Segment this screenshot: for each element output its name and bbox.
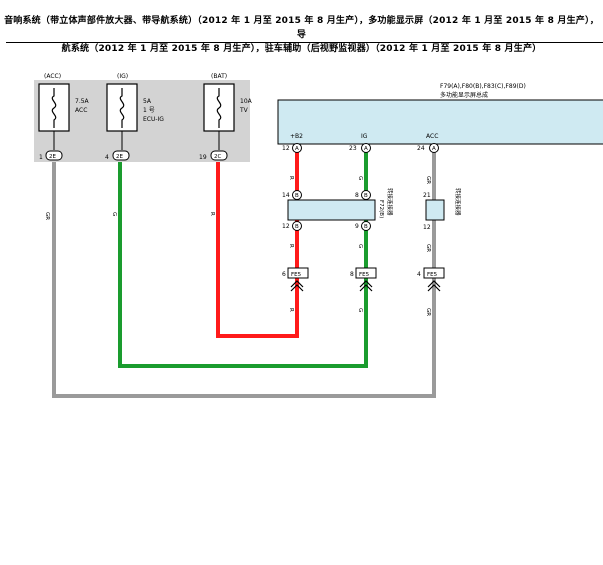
junction2: 21 12 转接连接器	[423, 188, 462, 231]
junction-pin-9-num: 9	[355, 223, 359, 230]
junction-pin-9-conn: B	[364, 224, 368, 230]
junction-label2: 转接连接器	[386, 188, 394, 216]
display-terminal-ig: IG 23 A	[349, 133, 371, 153]
junction-pin-14-num: 14	[282, 192, 290, 199]
fuse-bat-rating: 10A	[240, 98, 253, 105]
junction-pin-12-conn: B	[295, 224, 299, 230]
junction-pin-9: 9 B	[355, 221, 371, 231]
fuse-acc: (ACC) 7.5A ACC 1 2E	[38, 73, 90, 161]
display-terminal-b2-conn: A	[295, 146, 299, 152]
junction-pin-12-num: 12	[282, 223, 290, 230]
diagram-title: 音响系统（带立体声部件放大器、带导航系统）（2012 年 1 月至 2015 年…	[0, 14, 603, 56]
title-divider	[6, 42, 603, 43]
junction2-label: 转接连接器	[454, 188, 462, 216]
lower-connector-green-pin: 8	[350, 271, 354, 278]
wire-label-red-1: R	[209, 212, 215, 216]
junction2-pin-top: 21	[423, 192, 431, 199]
display-terminal-acc-label: ACC	[426, 133, 438, 140]
wire-label-green-1: G	[111, 212, 117, 216]
fuse-bat-power: (BAT)	[211, 73, 227, 80]
diagram-title-line2: 航系统（2012 年 1 月至 2015 年 8 月生产），驻车辅助（后视野监视…	[61, 44, 542, 54]
display-module-box	[277, 99, 603, 145]
display-terminal-ig-label: IG	[361, 133, 368, 140]
display-connectors-label: F79(A),F80(B),F83(C),F89(D)	[440, 83, 526, 90]
display-terminal-acc-conn: A	[432, 146, 436, 152]
wire-label-gray-2: GR	[425, 176, 431, 184]
lower-connector-red: 6 FE5	[282, 267, 309, 292]
fuse-acc-name: ACC	[75, 107, 87, 114]
fuse-acc-power: (ACC)	[44, 73, 61, 80]
display-terminal-acc: ACC 24 A	[417, 133, 439, 153]
wire-label-red-4: R	[288, 308, 294, 312]
wire-label-green-2: G	[357, 176, 363, 180]
lower-connector-green: 8 FE5	[350, 267, 377, 292]
fuse-acc-conn: 2E	[49, 154, 56, 160]
fuse-bat-pin: 19	[199, 154, 207, 161]
display-terminal-ig-conn: A	[364, 146, 368, 152]
display-terminal-ig-pin: 23	[349, 145, 357, 152]
fuse-ig: (IG) 5A 1 号 ECU-IG 4 2E	[105, 73, 164, 161]
junction2-box	[425, 199, 445, 221]
wire-label-green-4: G	[357, 308, 363, 312]
display-terminal-b2-pin: 12	[282, 145, 290, 152]
wire-label-red-3: R	[288, 244, 294, 248]
wire-gray-acc	[52, 148, 436, 398]
wire-label-gray-1: GR	[44, 212, 50, 220]
display-terminal-b2-label: +B2	[290, 133, 303, 140]
junction2-pin-bottom: 12	[423, 224, 431, 231]
wire-label-gray-4: GR	[425, 308, 431, 316]
display-module-name: 多功能显示屏总成	[440, 91, 488, 99]
wire-green-ig	[118, 148, 368, 368]
lower-connector-gray-pin: 4	[417, 271, 421, 278]
junction-pin-8-num: 8	[355, 192, 359, 199]
fuse-ig-name2: ECU-IG	[143, 116, 164, 123]
lower-connector-gray-conn: FE5	[427, 272, 438, 278]
lower-connector-green-conn: FE5	[359, 272, 370, 278]
display-terminal-b2: +B2 12 A	[282, 133, 303, 153]
fuse-acc-rating: 7.5A	[75, 98, 90, 105]
fuse-ig-rating: 5A	[143, 98, 152, 105]
junction-connector-box	[287, 199, 376, 221]
fuse-bat: (BAT) 10A TV 19 2C	[199, 73, 253, 161]
lower-connector-gray: 4 FE5	[417, 267, 445, 292]
junction-pin-14: 14 B	[282, 190, 302, 200]
wire-label-red-2: R	[288, 176, 294, 180]
wire-red-bat	[216, 148, 299, 338]
fuse-bat-conn: 2C	[214, 154, 221, 160]
wire-label-green-3: G	[357, 244, 363, 248]
junction-pin-14-conn: B	[295, 193, 299, 199]
diagram-title-line1: 音响系统（带立体声部件放大器、带导航系统）（2012 年 1 月至 2015 年…	[4, 16, 599, 40]
fuse-ig-name: 1 号	[143, 107, 155, 114]
display-terminal-acc-pin: 24	[417, 145, 425, 152]
wire-label-gray-3: GR	[425, 244, 431, 252]
fuse-ig-conn: 2E	[116, 154, 123, 160]
fuse-bat-name: TV	[239, 107, 249, 114]
lower-connector-red-conn: FE5	[291, 272, 302, 278]
fuse-ig-pin: 4	[105, 154, 109, 161]
junction-label1: F72(B)	[378, 200, 384, 218]
junction-pin-8: 8 B	[355, 190, 371, 200]
fuse-ig-power: (IG)	[117, 73, 128, 80]
junction-pin-12: 12 B	[282, 221, 302, 231]
junction-pin-8-conn: B	[364, 193, 368, 199]
fuse-acc-pin: 1	[39, 154, 43, 161]
lower-connector-red-pin: 6	[282, 271, 286, 278]
